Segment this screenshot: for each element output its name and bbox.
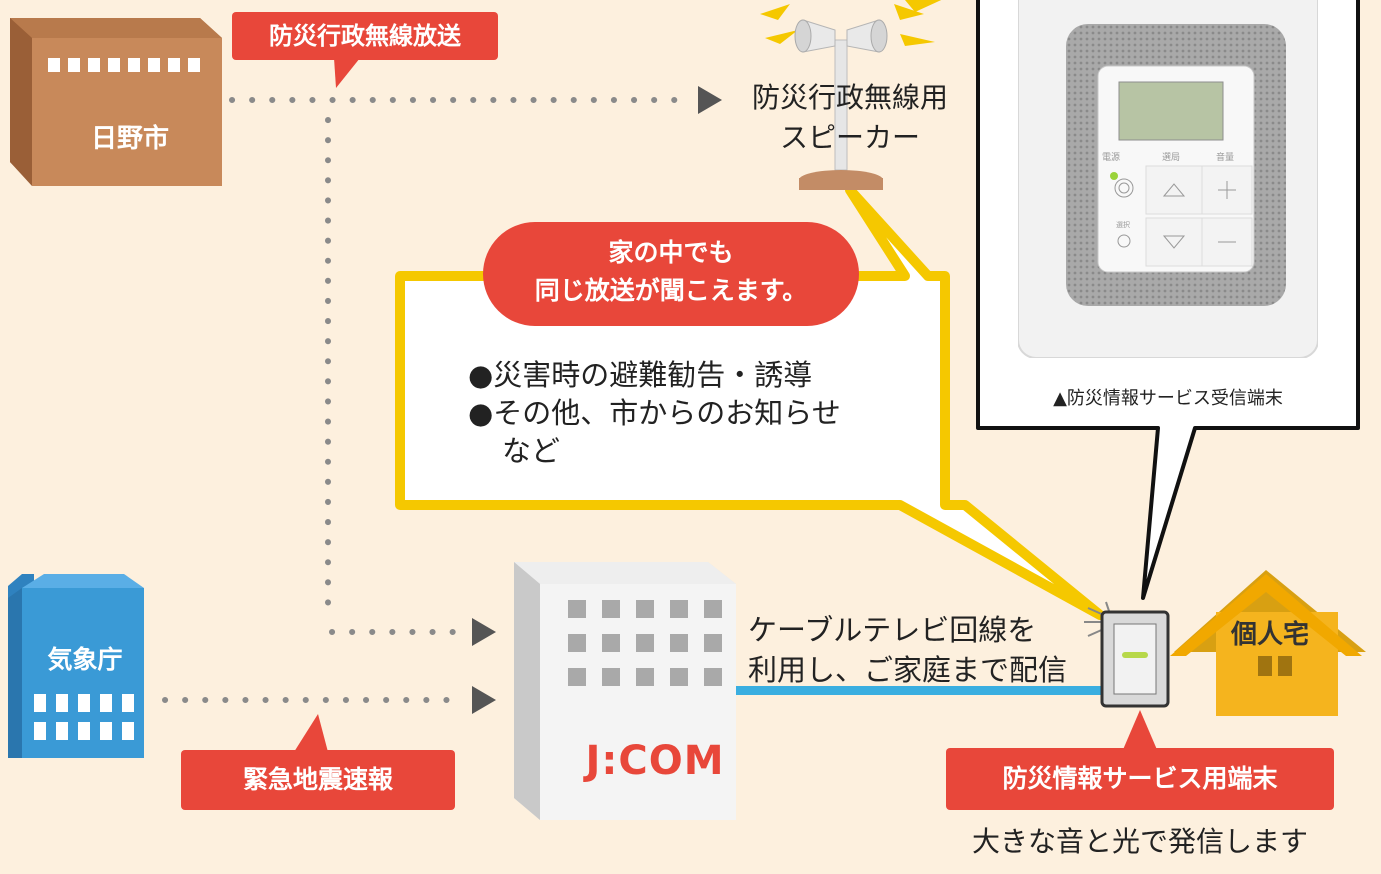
cable-text-line2: 利用し、ご家庭まで配信 <box>748 653 1068 687</box>
house-name: 個人宅 <box>1230 620 1309 650</box>
speaker-label-line1: 防災行政無線用 <box>751 81 948 114</box>
callout-item-evacuation: ●災害時の避難勧告・誘導 <box>468 358 813 392</box>
speaker-label-line2: スピーカー <box>779 121 920 154</box>
arrow-jma-to-jcom <box>472 686 496 714</box>
callout-headline-line2: 同じ放送が聞こえます。 <box>534 276 808 305</box>
cable-line <box>735 686 1110 695</box>
signal-rays <box>760 0 942 46</box>
cable-text-line1: ケーブルテレビ回線を <box>748 613 1037 647</box>
city-name: 日野市 <box>90 124 169 154</box>
callout-headline-line1: 家の中でも <box>608 238 734 267</box>
device-btn-volume: 音量 <box>1216 153 1235 163</box>
callout-item-etc: など <box>502 434 561 468</box>
terminal-note: 大きな音と光で発信します <box>971 825 1308 858</box>
cable-description: ケーブルテレビ回線を 利用し、ご家庭まで配信 <box>748 610 1067 690</box>
callout-list: ●災害時の避難勧告・誘導 ●その他、市からのお知らせ など <box>468 356 841 470</box>
terminal-label: 防災情報サービス用端末 <box>946 748 1334 810</box>
callout-headline: 家の中でも 同じ放送が聞こえます。 <box>483 222 859 326</box>
arrow-city-to-jcom <box>472 618 496 646</box>
city-hall-building: 日野市 <box>0 10 230 194</box>
jma-name: 気象庁 <box>47 645 123 674</box>
device-caption: ▲防災情報サービス受信端末 <box>1053 388 1283 409</box>
eew-label-tail <box>294 714 328 752</box>
device-btn-choose: 選択 <box>1116 221 1130 229</box>
device-btn-select: 選局 <box>1162 153 1181 163</box>
speaker-pole-icon <box>794 19 888 190</box>
private-house: 個人宅 <box>1170 570 1370 724</box>
receiver-device-image: 電源 選局 音量 選択 <box>1017 0 1319 359</box>
jcom-logo: J:COM <box>585 738 725 784</box>
arrow-to-speaker <box>698 86 722 114</box>
jcom-building: J:COM <box>510 558 740 826</box>
jma-building: 気象庁 <box>4 570 150 770</box>
device-btn-power: 電源 <box>1102 153 1121 163</box>
home-terminal-icon <box>1100 610 1170 708</box>
broadcast-label-tail <box>334 58 360 88</box>
terminal-label-tail <box>1122 710 1158 752</box>
eew-label: 緊急地震速報 <box>181 750 455 810</box>
broadcast-label: 防災行政無線放送 <box>232 12 498 60</box>
dotted-connectors <box>162 97 693 703</box>
callout-item-notices: ●その他、市からのお知らせ <box>468 396 841 430</box>
